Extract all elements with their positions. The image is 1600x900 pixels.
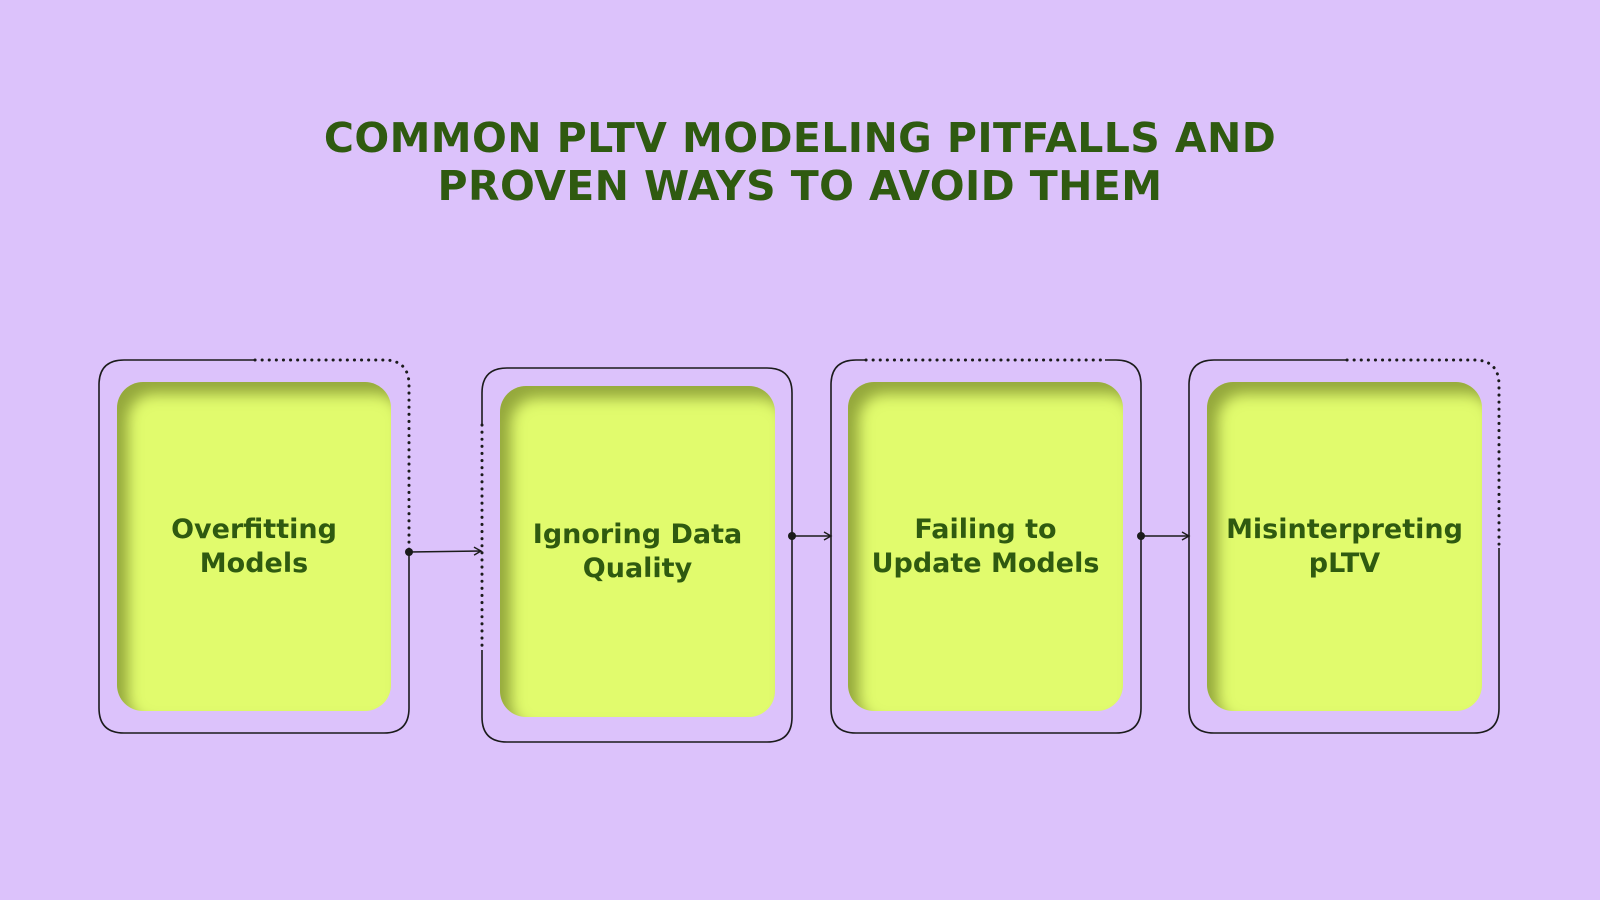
step-card-misinterpreting: Misinterpreting pLTV bbox=[1207, 382, 1482, 711]
step-label: Failing to Update Models bbox=[871, 513, 1100, 579]
step-label: Ignoring Data Quality bbox=[532, 518, 743, 584]
step-2-frame bbox=[480, 367, 793, 743]
arrow-1-to-2 bbox=[405, 546, 483, 556]
title-line-2: PROVEN WAYS TO AVOID THEM bbox=[437, 162, 1163, 210]
step-card-overfitting: Overfitting Models bbox=[117, 382, 391, 711]
step-card-data-quality: Ignoring Data Quality bbox=[500, 386, 775, 717]
arrow-2-to-3 bbox=[788, 531, 833, 541]
step-3-frame bbox=[830, 358, 1142, 734]
step-label: Overfitting Models bbox=[171, 513, 337, 579]
title-line-1: COMMON PLTV MODELING PITFALLS AND bbox=[323, 114, 1277, 162]
step-card-update-models: Failing to Update Models bbox=[848, 382, 1123, 711]
step-1-frame bbox=[98, 358, 411, 734]
diagram-title: COMMON PLTV MODELING PITFALLS AND PROVEN… bbox=[0, 114, 1600, 210]
step-4-frame bbox=[1188, 358, 1501, 734]
step-label: Misinterpreting pLTV bbox=[1226, 513, 1463, 579]
arrow-3-to-4 bbox=[1137, 531, 1191, 541]
